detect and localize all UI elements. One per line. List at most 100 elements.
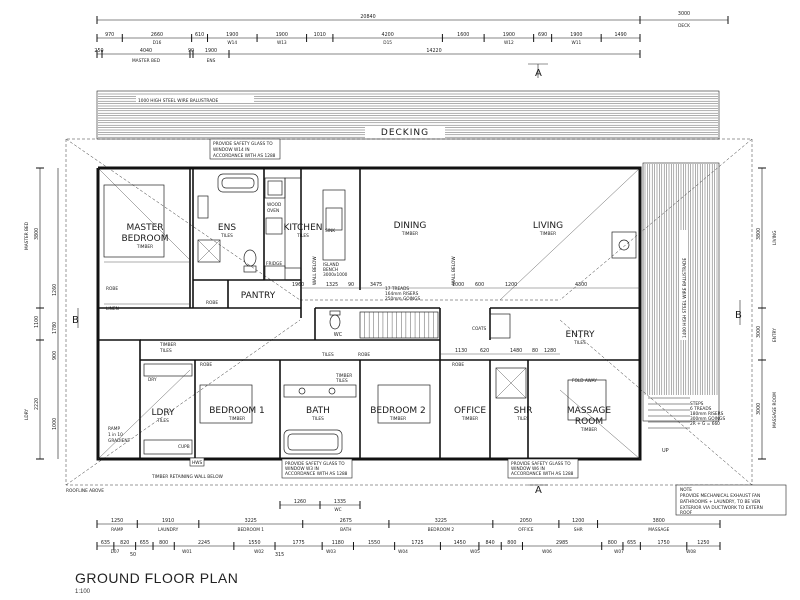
dim-r2-1: 4040: [140, 48, 152, 54]
section-b-left: B: [72, 315, 79, 326]
dim-overall: 20840: [360, 14, 375, 20]
label-stair-3: 250mm GOINGS: [385, 296, 420, 302]
roofline-label: ROOFLINE ABOVE: [66, 488, 104, 494]
dim-bottom-label: BATH: [340, 527, 351, 533]
ramp-1: RAMP: [108, 426, 120, 432]
dim-bottom-value: 1910: [162, 518, 174, 524]
room-ens: ENS: [218, 223, 236, 233]
dim-left-in-2: 900: [52, 351, 58, 360]
finish-kitchen: TILES: [296, 233, 309, 239]
dim-bottom2-code: W02: [254, 549, 264, 555]
dim-r2-4: 14220: [426, 48, 441, 54]
dim-top-value: 970: [105, 32, 114, 38]
inner-dimensions: 1960 1325 90 3475 1000 600 1200 4300 113…: [292, 282, 640, 355]
label-robe-office: ROBE: [452, 362, 464, 368]
room-master-line2: BEDROOM: [122, 234, 169, 244]
dim-top-value: 1900: [570, 32, 582, 38]
dim-bottom-label: BEDROOM 1: [238, 527, 265, 533]
room-entry: ENTRY: [565, 330, 595, 340]
finish-master: TIMBER: [136, 244, 153, 250]
section-a-top-label: A: [535, 68, 542, 79]
dim-left-in-0: 1260: [52, 284, 58, 296]
dim-left-label-1: LDRY: [24, 409, 30, 420]
dim-r2-3: 1900: [205, 48, 217, 54]
steps-2: 6 TREADS: [690, 406, 712, 412]
dim-bottom2-value: 2985: [556, 540, 568, 546]
dim-bottom2-code: W01: [182, 549, 192, 555]
stair: [359, 311, 439, 339]
dim-inner-e: 600: [475, 282, 484, 288]
dim-right-v0: 3800: [756, 228, 762, 240]
dim-deck-label: DECK: [678, 23, 690, 29]
dim-bottom2-code: W07: [614, 549, 624, 555]
label-timber-bath: TIMBER: [335, 373, 352, 379]
exhaust-note-3: BATHROOMS + LAUNDRY, TO BE VEN: [680, 499, 760, 505]
dim-top-code: W14: [227, 40, 237, 46]
dim-bottom2-code: W05: [470, 549, 480, 555]
dim-inner-a: 1960: [292, 282, 304, 288]
dim-right-v2: 3000: [756, 403, 762, 415]
dim-bottom2-value: 655: [140, 540, 149, 546]
label-stair-1: 17 TREADS: [385, 286, 409, 292]
finish-dining: TIMBER: [401, 231, 418, 237]
label-linen: LINEN: [106, 306, 119, 312]
finish-living: TIMBER: [539, 231, 556, 237]
section-b-right: B: [735, 310, 742, 321]
dim-inner-k: 1280: [544, 348, 556, 354]
dim-top-code: D15: [383, 40, 392, 46]
dim-top-value: 690: [538, 32, 547, 38]
dim-bottom2-value: 1750: [657, 540, 669, 546]
dim-bottom-value: 1200: [572, 518, 584, 524]
dim-top-code: W11: [572, 40, 582, 46]
balustrade-note: 1000 HIGH STEEL WIRE BALUSTRADE: [138, 98, 218, 104]
balustrade-side-note: 1400 HIGH STEEL WIRE BALUSTRADE: [682, 258, 688, 338]
dim-inner-f: 1200: [505, 282, 517, 288]
dim-top-value: 2660: [151, 32, 163, 38]
dim-bottom-value: 3225: [245, 518, 257, 524]
dim-bottom2-code: W04: [398, 549, 408, 555]
dim-bottom2-code: W08: [686, 549, 696, 555]
room-wc: WC: [334, 332, 343, 338]
decking: DECKING 1000 HIGH STEEL WIRE BALUSTRADE: [96, 90, 720, 140]
dim-bottom2-value: 1775: [292, 540, 304, 546]
steps-3: 180mm RISERS: [690, 411, 724, 417]
finish-massage: TIMBER: [580, 427, 597, 433]
safety-notes: PROVIDE SAFETY GLASS TO WINDOW W14 IN AC…: [151, 138, 787, 516]
dim-bottom2-value: 655: [627, 540, 636, 546]
dim-r2-label-master: MASTER BED: [132, 58, 161, 64]
room-decking: DECKING: [381, 128, 429, 138]
dim-inner-stair: 3475: [370, 282, 382, 288]
dim-deck: 3000: [678, 11, 690, 17]
room-pantry: PANTRY: [241, 291, 276, 301]
room-shr: SHR: [514, 406, 533, 416]
dim-bottom2-value: 800: [608, 540, 617, 546]
dim-right-l1: ENTRY: [772, 328, 778, 342]
steps-1: STEPS: [690, 401, 704, 407]
room-kitchen: KITCHEN: [284, 223, 323, 233]
label-island-1: ISLAND: [323, 262, 340, 268]
dim-left-1: 1100: [34, 316, 40, 328]
ramp-2: 1 in 10: [108, 432, 123, 438]
dim-wc-label: WC: [334, 507, 341, 513]
section-a-bottom-label: A: [535, 485, 542, 496]
dim-right-l2: MASSAGE ROOM: [772, 392, 778, 428]
dim-wc-0: 1260: [294, 499, 306, 505]
dim-left-2: 2220: [34, 398, 40, 410]
dim-bottom-small-1: 315: [275, 552, 284, 558]
label-coats: COATS: [472, 326, 487, 332]
label-wood-oven-2: OVEN: [267, 208, 279, 214]
fixtures: [103, 173, 637, 467]
dim-bottom-small-0: 50: [130, 552, 136, 558]
dim-top-value: 1010: [314, 32, 326, 38]
dim-r2-label-ens: ENS: [207, 58, 216, 64]
dim-inner-g: 1130: [455, 348, 467, 354]
label-island-2: BENCH: [323, 267, 338, 273]
label-robe-master: ROBE: [106, 286, 118, 292]
finish-bed1: TIMBER: [228, 416, 245, 422]
bottom-dimensions: 1260 1335 WC 1250RAMP1910LAUNDRY3225BEDR…: [96, 499, 721, 558]
dim-left-in-3: 1000: [52, 418, 58, 430]
dim-bottom-value: 2050: [520, 518, 532, 524]
retaining-note: TIMBER RETAINING WALL BELOW: [151, 474, 224, 480]
label-dry: DRY: [148, 377, 157, 383]
